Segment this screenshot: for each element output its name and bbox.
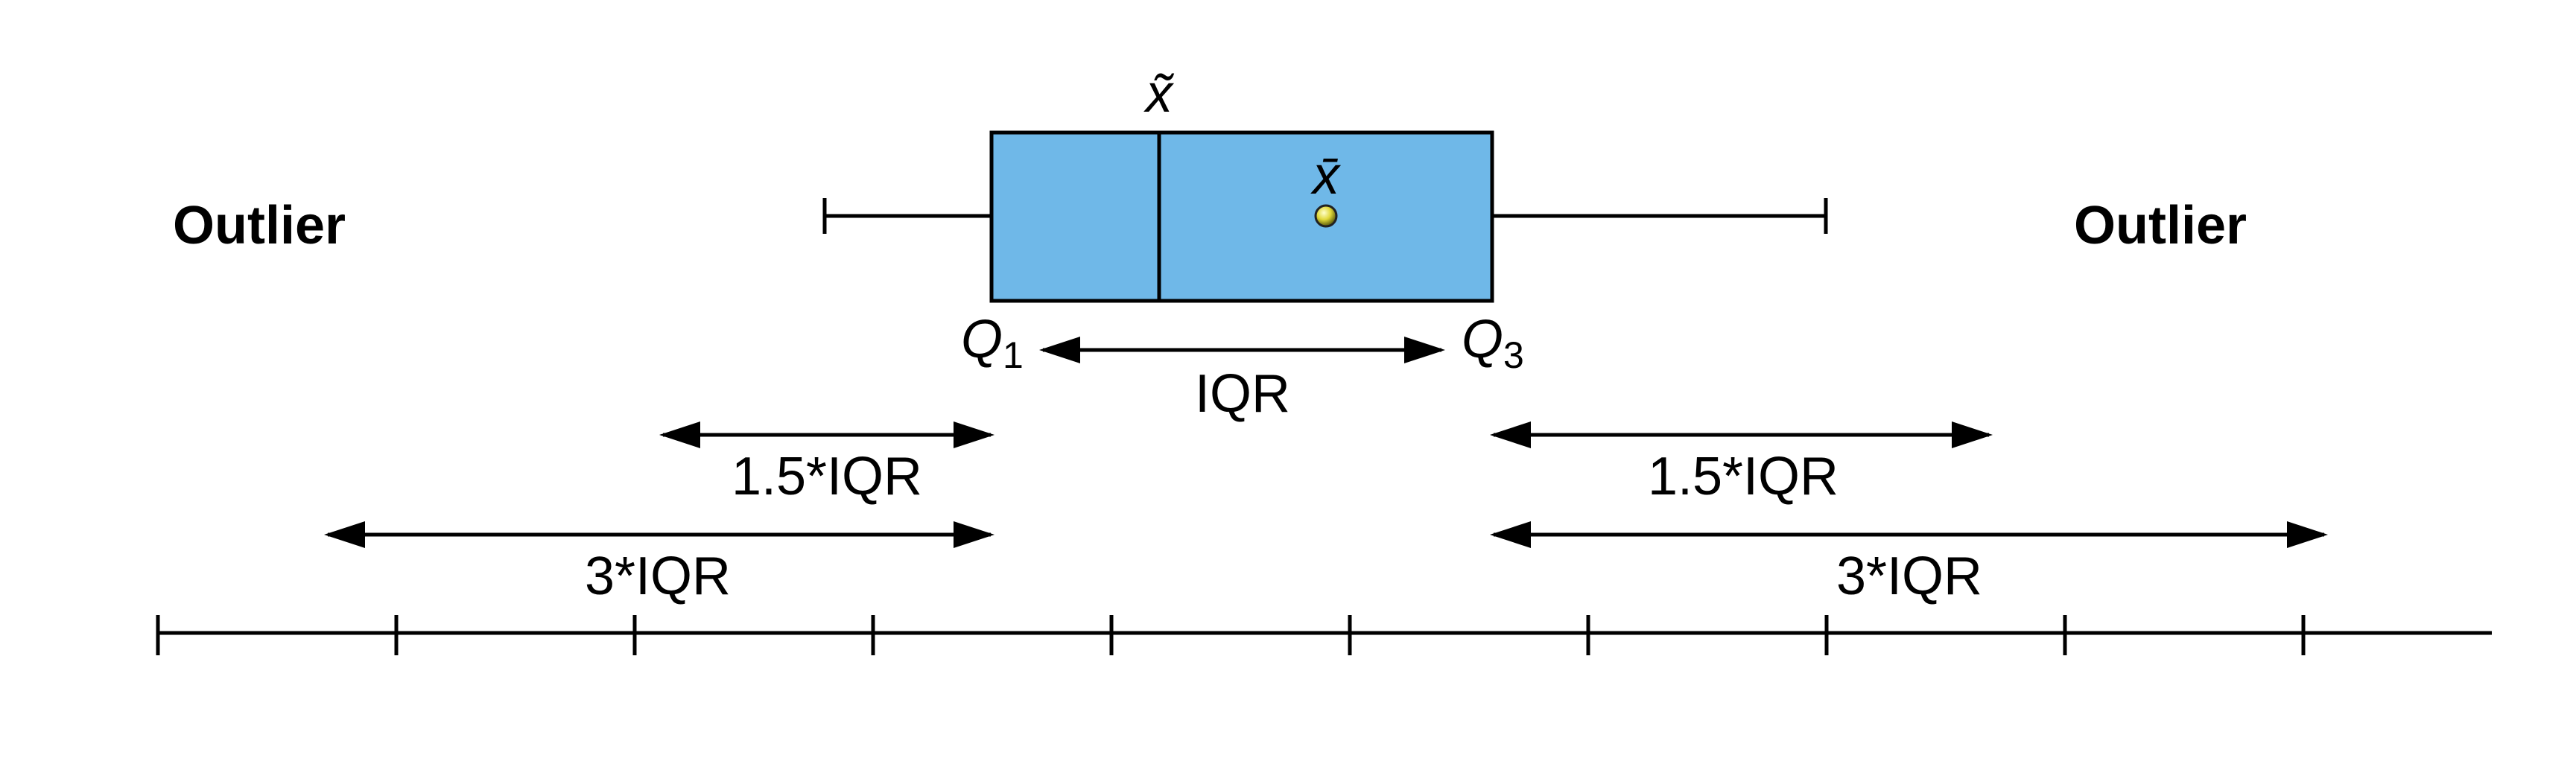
iqr-3-right-label: 3*IQR	[1836, 547, 1982, 606]
iqr-3-right-arrow	[1490, 521, 2328, 548]
outlier-right-label: Outlier	[2074, 196, 2247, 255]
left-whisker	[822, 198, 992, 234]
q3-label: Q3	[1462, 310, 1524, 376]
iqr-3-left-arrow	[324, 521, 994, 548]
right-whisker	[1492, 198, 1828, 234]
number-line-axis	[156, 615, 2492, 655]
iqr-15-right-arrow	[1490, 421, 1993, 448]
outlier-left-label: Outlier	[173, 196, 346, 255]
mean-symbol: x̄	[1310, 146, 1342, 206]
q1-label: Q1	[961, 310, 1024, 376]
iqr-box	[989, 130, 1494, 303]
iqr-15-right-label: 1.5*IQR	[1648, 447, 1839, 506]
iqr-15-left-arrow	[659, 421, 994, 448]
iqr-label: IQR	[1195, 364, 1290, 424]
iqr-3-left-label: 3*IQR	[585, 547, 731, 606]
mean-dot	[1314, 204, 1338, 228]
iqr-arrow	[1039, 337, 1445, 363]
iqr-15-left-label: 1.5*IQR	[732, 447, 922, 506]
median-symbol: x̃	[1143, 64, 1175, 124]
